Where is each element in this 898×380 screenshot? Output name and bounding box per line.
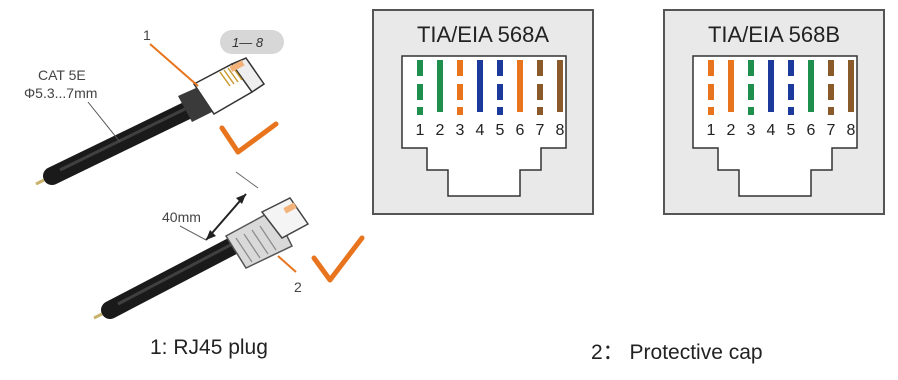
standard-title: TIA/EIA 568A [417, 22, 549, 47]
wire-strip-1 [708, 107, 714, 115]
wire-strip-3 [748, 107, 754, 115]
wire-strip-7 [537, 60, 543, 76]
cable-diameter-label: Φ5.3...7mm [24, 85, 97, 101]
wire-strip-5 [497, 60, 503, 76]
pin-number-6: 6 [807, 122, 816, 139]
pin-number-4: 4 [476, 122, 485, 139]
pin-number-1: 1 [707, 122, 716, 139]
wire-strip-8 [557, 60, 563, 112]
wire-strip-4 [477, 60, 483, 112]
wire-strip-5 [497, 84, 503, 100]
wire-strip-3 [748, 60, 754, 76]
length-label: 40mm [162, 209, 201, 225]
wire-strip-3 [457, 107, 463, 115]
caption-rj45-plug: 1: RJ45 plug [150, 336, 268, 359]
protective-cap-illustration: 40mm 2 [93, 171, 365, 320]
wire-strip-7 [828, 84, 834, 100]
wire-strip-7 [828, 107, 834, 115]
wire-strip-2 [437, 60, 443, 112]
wire-strip-3 [457, 84, 463, 100]
callout-leader-2 [277, 255, 297, 273]
wire-strip-1 [417, 60, 423, 76]
wire-strip-3 [748, 84, 754, 100]
standard-title: TIA/EIA 568B [708, 22, 840, 47]
wire-strip-7 [537, 84, 543, 100]
wire-strip-5 [788, 84, 794, 100]
wire-strip-5 [788, 60, 794, 76]
pin-number-7: 7 [536, 122, 545, 139]
network-cable-upper [43, 101, 197, 185]
pin-number-8: 8 [847, 122, 856, 139]
wire-strip-1 [708, 84, 714, 100]
pin-number-7: 7 [827, 122, 836, 139]
pin-range-pill [220, 30, 284, 54]
wire-strip-7 [537, 107, 543, 115]
cable-label-leader [87, 101, 121, 143]
pin-number-5: 5 [787, 122, 796, 139]
pin-number-6: 6 [516, 122, 525, 139]
pin-number-2: 2 [436, 122, 445, 139]
callout-leader-1 [149, 43, 199, 87]
dimension-line [205, 193, 247, 241]
wire-strip-5 [788, 107, 794, 115]
wire-strip-5 [497, 107, 503, 115]
wire-strip-6 [808, 60, 814, 112]
pin-number-3: 3 [747, 122, 756, 139]
wire-strip-7 [828, 60, 834, 76]
wire-strips-568b [708, 60, 854, 115]
pin-number-4: 4 [767, 122, 776, 139]
callout-number-2: 2 [294, 279, 302, 295]
network-cable-lower [101, 231, 253, 319]
wire-strip-2 [728, 60, 734, 112]
pin-number-3: 3 [456, 122, 465, 139]
check-mark-icon [219, 121, 279, 155]
wire-strip-3 [457, 60, 463, 76]
wire-strip-8 [848, 60, 854, 112]
caption-protective-cap: 2： Protective cap [591, 341, 763, 364]
wire-strips-568a [417, 60, 563, 115]
pin-number-8: 8 [556, 122, 565, 139]
wire-strip-6 [517, 60, 523, 112]
callout-number-1: 1 [143, 27, 151, 43]
check-mark-icon [311, 235, 365, 283]
plug-boot [178, 88, 212, 122]
cable-type-label: CAT 5E [38, 67, 86, 83]
wire-strip-4 [768, 60, 774, 112]
pin-number-1: 1 [416, 122, 425, 139]
wire-strip-1 [417, 107, 423, 115]
pin-number-2: 2 [727, 122, 736, 139]
wire-strip-1 [417, 84, 423, 100]
pin-number-5: 5 [496, 122, 505, 139]
pin-range-label: 1— 8 [232, 35, 264, 50]
rj45-plug-illustration: CAT 5E Φ5.3...7mm 1 1— 8 [24, 27, 284, 186]
cable-highlight [59, 107, 186, 172]
wire-strip-1 [708, 60, 714, 76]
